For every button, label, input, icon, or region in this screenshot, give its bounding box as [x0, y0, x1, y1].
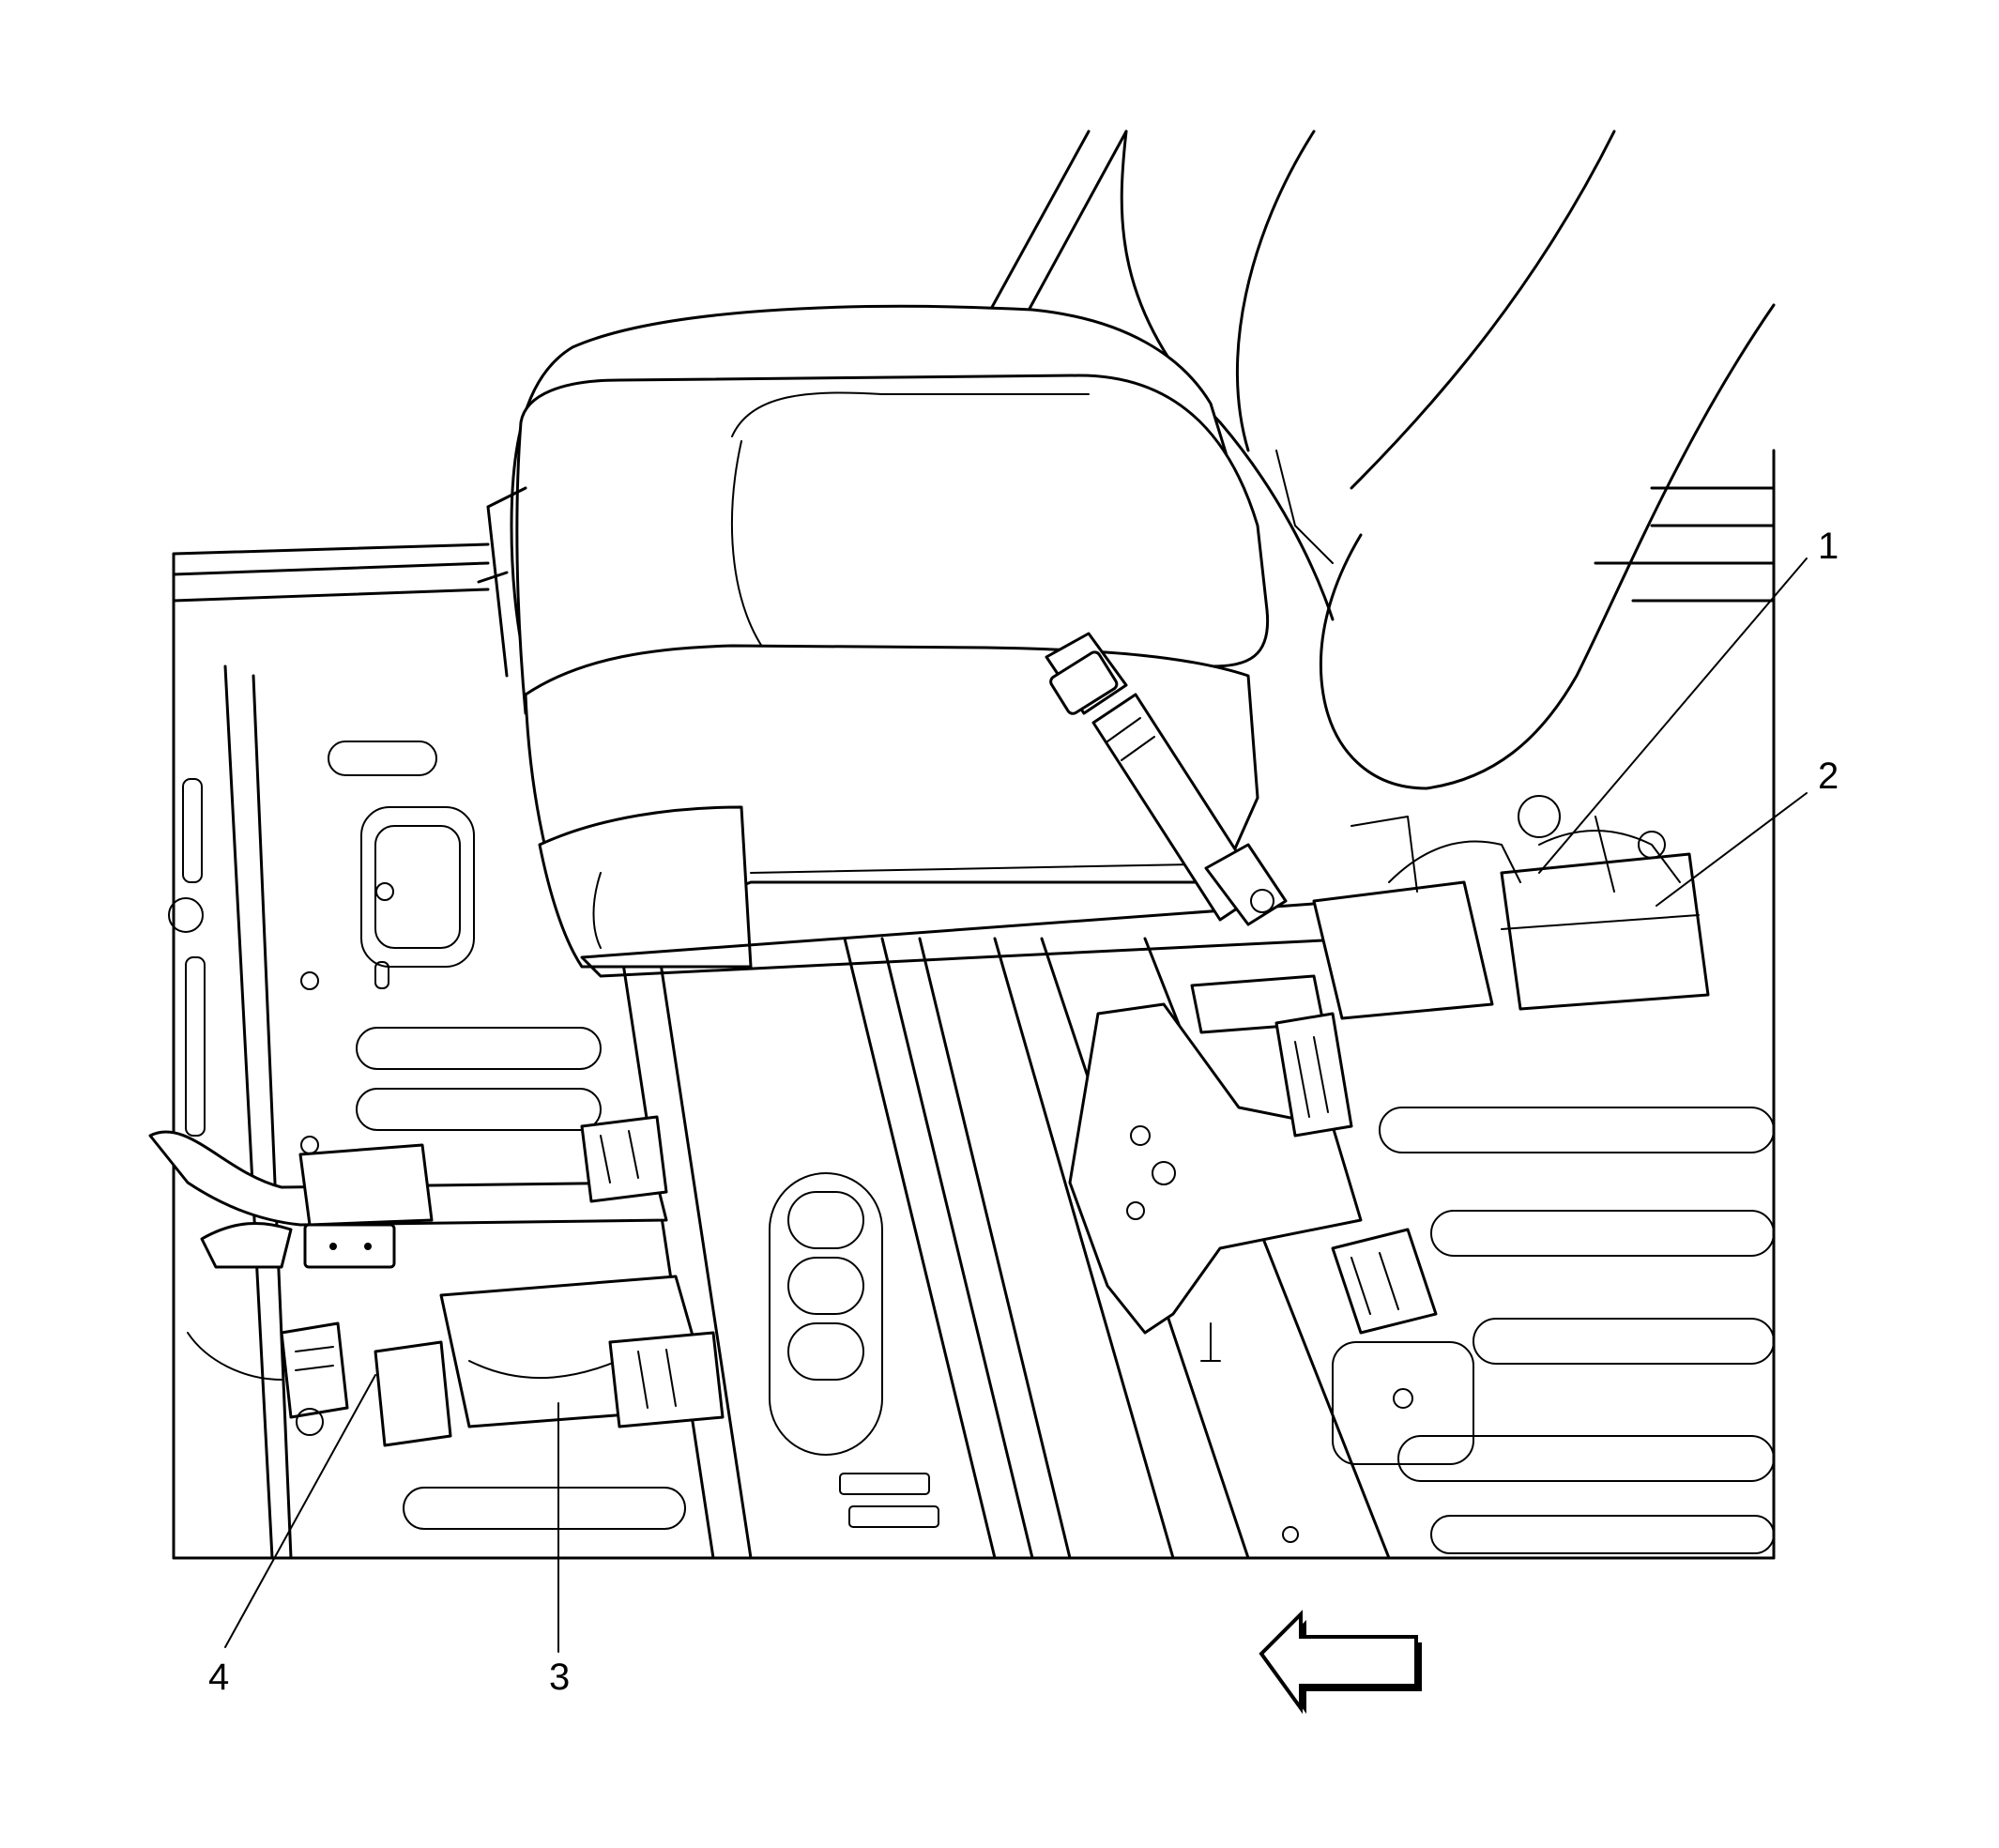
callout-2: 2	[1818, 756, 1839, 797]
leader-line-1	[1538, 557, 1808, 874]
callout-4: 4	[208, 1657, 229, 1698]
seat-cushion	[477, 304, 1363, 978]
leader-line-4	[224, 1374, 376, 1648]
callout-labels: 1 2 3 4	[208, 526, 1839, 1698]
seat-back	[984, 130, 1776, 790]
arrow-left-icon	[1259, 1610, 1422, 1715]
leader-line-2	[1656, 792, 1808, 907]
right-seat-modules	[1190, 795, 1710, 1034]
left-seat-module	[148, 1115, 725, 1447]
callout-leaders	[224, 557, 1808, 1653]
callout-3: 3	[549, 1657, 570, 1698]
seat-bracket	[1068, 1002, 1438, 1335]
harness-connector	[1045, 632, 1288, 926]
callout-1: 1	[1818, 526, 1839, 567]
